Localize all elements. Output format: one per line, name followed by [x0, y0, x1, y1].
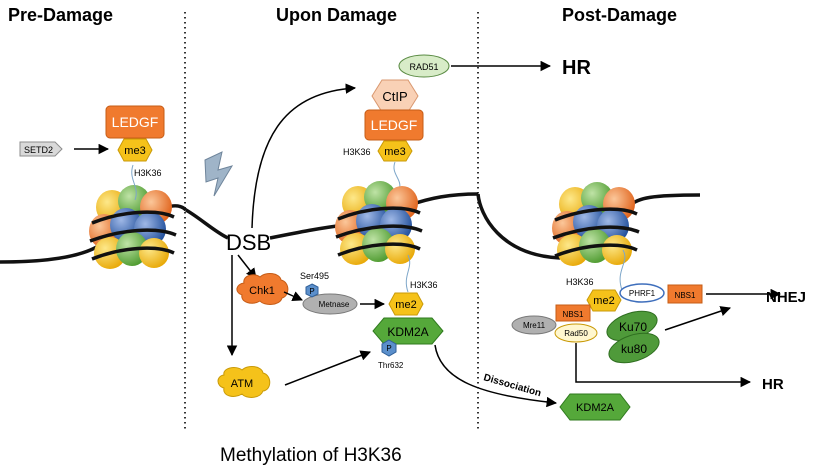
section-pre-damage: Pre-Damage: [8, 5, 113, 25]
upon-h3k36-bottom-label: H3K36: [410, 280, 438, 290]
pre-h3k36-label: H3K36: [134, 168, 162, 178]
upon-ledgf-box: LEDGF: [364, 109, 424, 141]
ser495-label: Ser495: [300, 271, 329, 281]
post-h3k36-label: H3K36: [566, 277, 594, 287]
svg-text:KDM2A: KDM2A: [576, 402, 615, 414]
rad50-badge: Rad50: [554, 323, 598, 343]
upon-hr-label: HR: [562, 57, 591, 79]
upon-me2-badge: me2: [388, 292, 424, 316]
metnase-badge: Metnase: [302, 293, 358, 315]
upon-dna-left: [185, 208, 229, 240]
svg-text:P: P: [309, 287, 314, 296]
post-nbs1-left-box: NBS1: [555, 304, 591, 322]
post-dna-left: [476, 193, 561, 260]
post-hr-label: HR: [762, 376, 784, 393]
post-dna-right: [628, 193, 701, 207]
svg-text:P: P: [386, 344, 391, 353]
atm-badge: ATM: [217, 365, 271, 398]
lightning-icon: [204, 151, 234, 197]
section-post-damage: Post-Damage: [562, 5, 677, 25]
ctip-badge: CtIP: [371, 79, 419, 113]
upon-kdm2a-badge: KDM2A: [372, 317, 444, 345]
pre-nucleosome: [87, 183, 178, 271]
setd2-tag: SETD2: [19, 141, 63, 157]
dissociation-label: Dissociation: [482, 372, 542, 399]
svg-text:NBS1: NBS1: [675, 291, 696, 300]
upon-damage-panel: DSB RAD51 HR CtIP LEDGF me3 H3K36 H3K36: [185, 54, 591, 408]
post-h3-tail: [619, 249, 626, 291]
svg-text:Metnase: Metnase: [319, 300, 350, 309]
pre-me3-badge: me3: [117, 138, 153, 162]
footer-title: Methylation of H3K36: [220, 445, 402, 466]
upon-nucleosome: [333, 179, 424, 267]
svg-text:KDM2A: KDM2A: [387, 325, 428, 339]
kdm2a-phosphate-icon: P: [381, 339, 397, 357]
svg-text:me3: me3: [124, 145, 145, 157]
svg-text:SETD2: SETD2: [24, 145, 53, 155]
rad51-badge: RAD51: [398, 54, 450, 78]
dsb-label: DSB: [226, 230, 271, 255]
metnase-phosphate-icon: P: [305, 283, 319, 298]
nhej-label: NHEJ: [766, 289, 806, 306]
pre-ledgf-box: LEDGF: [105, 105, 165, 139]
svg-text:Chk1: Chk1: [249, 285, 275, 297]
svg-text:me2: me2: [593, 295, 614, 307]
dissociation-arrow: [434, 344, 558, 408]
section-upon-damage: Upon Damage: [276, 5, 397, 25]
post-kdm2a-badge: KDM2A: [559, 393, 631, 421]
pre-h3-tail: [131, 164, 137, 201]
post-damage-panel: H3K36 me2 PHRF1 NBS1 NHEJ NBS1 Mre11 Rad…: [476, 180, 806, 421]
upon-h3k36-top-label: H3K36: [343, 147, 371, 157]
upon-me3-badge: me3: [377, 140, 413, 162]
svg-text:PHRF1: PHRF1: [629, 289, 656, 298]
ku80-badge: ku80: [608, 332, 660, 364]
post-me2-badge: me2: [586, 289, 622, 312]
mre11-badge: Mre11: [511, 315, 557, 335]
chk1-to-metnase-arrow: [283, 291, 303, 301]
svg-text:CtIP: CtIP: [382, 89, 407, 104]
thr632-label: Thr632: [378, 361, 404, 370]
svg-text:Mre11: Mre11: [523, 321, 546, 330]
svg-text:me2: me2: [395, 299, 416, 311]
phrf1-badge: PHRF1: [619, 283, 665, 303]
svg-text:me3: me3: [384, 146, 405, 158]
svg-text:Ku70: Ku70: [619, 320, 647, 334]
chk1-badge: Chk1: [236, 272, 289, 305]
post-nucleosome: [550, 180, 641, 268]
upon-h3-tail-bottom: [405, 254, 411, 293]
svg-text:ATM: ATM: [231, 378, 253, 390]
dsb-to-ctip-arrow: [251, 83, 357, 229]
svg-text:LEDGF: LEDGF: [371, 117, 418, 133]
svg-text:RAD51: RAD51: [409, 62, 438, 72]
svg-text:Rad50: Rad50: [564, 329, 588, 338]
ku-to-nhej-arrow: [664, 306, 731, 331]
atm-to-kdm2a-arrow: [284, 350, 371, 386]
svg-text:ku80: ku80: [621, 342, 647, 356]
svg-text:NBS1: NBS1: [563, 310, 584, 319]
post-nbs1-right-box: NBS1: [667, 284, 703, 304]
mrn-to-hr-arrow: [575, 343, 752, 388]
pre-damage-panel: SETD2 LEDGF me3 H3K36: [0, 105, 188, 271]
svg-text:LEDGF: LEDGF: [112, 114, 159, 130]
